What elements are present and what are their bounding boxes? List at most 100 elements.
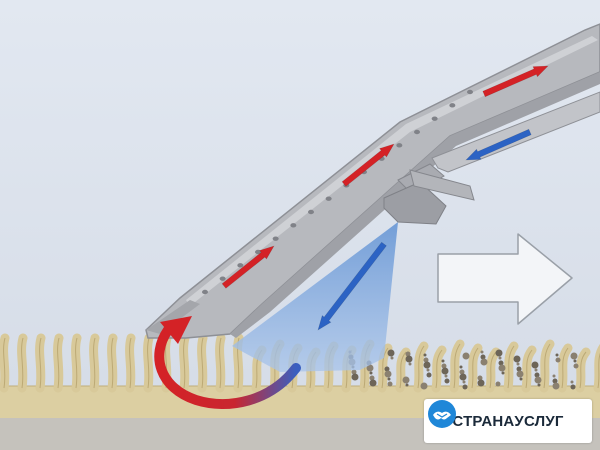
- carpet-fiber-outline: [561, 347, 569, 389]
- dirt-particle: [384, 366, 390, 372]
- carpet-fiber-outline: [453, 343, 461, 389]
- dirt-particle: [537, 383, 541, 387]
- dirt-particle: [390, 356, 394, 360]
- dirt-particle: [498, 360, 504, 366]
- dirt-particle: [498, 364, 506, 372]
- dirt-particle: [444, 378, 450, 384]
- dirt-particle: [498, 356, 502, 360]
- suction-hole: [414, 129, 420, 135]
- badge-word-left: СТРАНА: [452, 412, 515, 430]
- dirt-particle: [441, 359, 445, 363]
- carpet-fiber-outline: [417, 345, 425, 389]
- dirt-particle: [570, 380, 574, 384]
- carpet-fiber-outline: [3, 337, 6, 389]
- dirt-particle: [573, 359, 577, 363]
- dirt-particle: [501, 371, 505, 375]
- suction-arrow: [221, 245, 275, 289]
- dirt-particle: [573, 363, 579, 369]
- dirt-particle: [408, 362, 412, 366]
- suction-hole: [202, 289, 208, 295]
- dirt-particle: [480, 350, 484, 354]
- dirt-particle: [570, 352, 578, 360]
- dirt-particle: [516, 362, 520, 366]
- carpet-fiber-outline: [507, 345, 515, 389]
- dirt-particle: [534, 368, 538, 372]
- spray-nozzle: [383, 163, 475, 225]
- dirt-particles: [348, 349, 579, 390]
- carpet-fiber-outline: [399, 351, 407, 389]
- suction-flow-arrows: [221, 65, 549, 289]
- strana-uslug-badge[interactable]: СТРАНА УСЛУГ: [424, 399, 592, 443]
- dirt-particle: [351, 373, 359, 381]
- dirt-particle: [405, 383, 409, 387]
- dirt-particle: [441, 363, 447, 369]
- dirt-particle: [519, 377, 523, 381]
- suction-hole: [308, 209, 314, 215]
- dirt-particle: [462, 384, 468, 390]
- dirt-particle: [516, 370, 524, 378]
- carpet-fiber-outline: [111, 337, 114, 389]
- suction-hole: [255, 249, 261, 255]
- dirt-particle: [351, 369, 357, 375]
- carpet-fiber-outline: [57, 337, 60, 389]
- dirt-particle: [459, 373, 467, 381]
- dirt-particle: [423, 357, 429, 363]
- dirt-particle: [513, 355, 521, 363]
- dirt-particle: [555, 357, 561, 363]
- dirt-particle: [384, 370, 392, 378]
- suction-hole: [272, 236, 279, 241]
- carpet-fiber-outline: [201, 337, 204, 389]
- dirt-particle: [387, 381, 393, 387]
- water-arrow: [317, 241, 387, 331]
- dirt-particle: [552, 382, 560, 390]
- dirt-particle: [531, 361, 539, 369]
- dirt-particle: [423, 361, 431, 369]
- dirt-particle: [369, 371, 373, 375]
- carpet-fiber-outline: [75, 337, 78, 389]
- carpet-fiber-outline: [147, 337, 150, 389]
- water-spray-cone: [232, 222, 398, 372]
- dirt-particle: [534, 376, 542, 384]
- carpet-fiber-outline: [129, 337, 132, 389]
- carpet-fiber-outline: [381, 347, 389, 389]
- carpet-fiber-outline: [435, 349, 443, 389]
- water-flow-arrows: [317, 128, 532, 331]
- dirt-particle: [366, 364, 374, 372]
- suction-hole: [431, 116, 438, 121]
- carpet-fiber-outline: [93, 337, 96, 389]
- dirt-particle: [495, 349, 503, 357]
- dirt-particle: [477, 375, 483, 381]
- carpet-fiber-outline: [471, 347, 479, 389]
- dirt-particle: [420, 382, 428, 390]
- dirt-particle: [444, 374, 448, 378]
- dirt-particle: [426, 372, 432, 378]
- dirt-particle: [405, 351, 411, 357]
- suction-arrow: [341, 143, 395, 187]
- carpet-fiber-outline: [579, 351, 587, 389]
- dirt-particle: [534, 372, 540, 378]
- dirt-particle: [552, 374, 556, 378]
- dirt-particle: [387, 349, 395, 357]
- dirt-particle: [570, 384, 576, 390]
- dirt-particle: [441, 367, 449, 375]
- dirt-particle: [462, 352, 470, 360]
- dirt-particle: [426, 368, 430, 372]
- dirt-particle: [459, 365, 463, 369]
- dirt-particle: [369, 375, 375, 381]
- suction-hole: [290, 223, 297, 228]
- dirt-particle: [387, 377, 391, 381]
- dirt-particle: [480, 358, 488, 366]
- carpet-fiber-outline: [597, 352, 600, 389]
- suction-hole: [467, 89, 473, 95]
- dirt-particle: [495, 381, 501, 387]
- suction-hole: [237, 263, 244, 268]
- suction-hole: [219, 276, 226, 281]
- dirt-particle: [555, 353, 559, 357]
- suction-hole: [325, 196, 332, 201]
- carpet-fiber-outline: [219, 337, 222, 389]
- dirt-particle: [369, 379, 377, 387]
- carpet-fiber-outline: [543, 343, 551, 389]
- dirt-particle: [462, 380, 466, 384]
- suction-hole: [396, 143, 403, 148]
